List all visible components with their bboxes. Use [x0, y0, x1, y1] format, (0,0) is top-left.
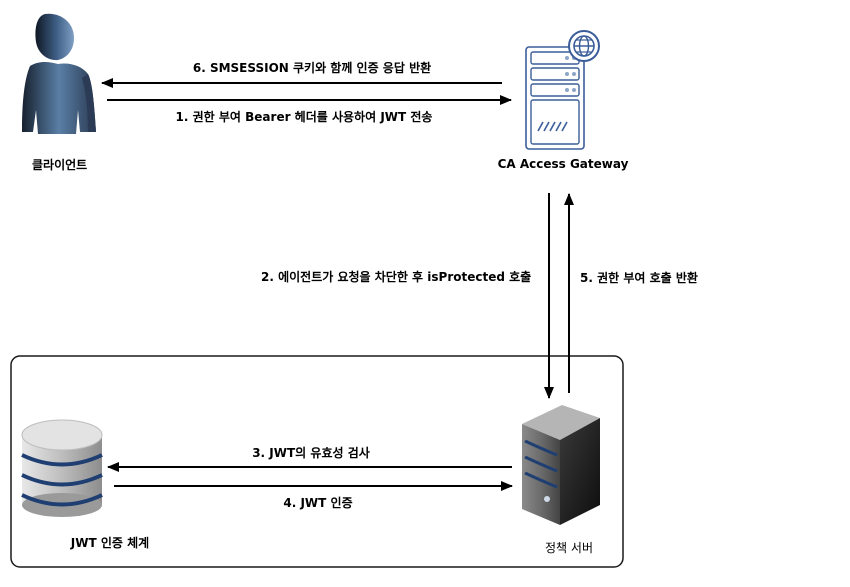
- gateway-server-icon: [525, 46, 585, 150]
- gateway-label: CA Access Gateway: [497, 157, 629, 171]
- arrow-5-label: 5. 권한 부여 호출 반환: [580, 271, 698, 285]
- arrow-2-label-suffix: 호출: [504, 270, 532, 284]
- arrow-1-label: 1. 권한 부여 Bearer 헤더를 사용하여 JWT 전송: [176, 110, 433, 124]
- policy-server-container: [10, 355, 624, 568]
- arrow-2-label: 2. 에이전트가 요청을 차단한 후 isProtected 호출: [261, 270, 531, 284]
- arrow-4-label: 4. JWT 인증: [283, 496, 353, 510]
- client-label: 클라이언트: [32, 158, 88, 172]
- jwt-database-icon: [21, 419, 103, 517]
- arrow-6-label: 6. SMSESSION 쿠키와 함께 인증 응답 반환: [192, 61, 432, 75]
- arrow-1-label-suffix: 헤더를 사용하여 JWT 전송: [290, 110, 433, 124]
- arrow-2-label-prefix: 2. 에이전트가 요청을 차단한 후: [261, 270, 428, 284]
- globe-icon: [568, 30, 600, 62]
- policy-server-icon: [522, 405, 600, 525]
- client-user-icon: [22, 13, 96, 134]
- arrow-2-label-bold: isProtected: [427, 270, 505, 284]
- arrow-1-label-bold: Bearer: [245, 110, 291, 124]
- jwt-system-label: JWT 인증 체계: [70, 536, 150, 550]
- arrow-1-label-prefix: 1. 권한 부여: [175, 110, 246, 124]
- arrow-3-label: 3. JWT의 유효성 검사: [252, 446, 370, 460]
- policy-server-label: 정책 서버: [545, 541, 593, 555]
